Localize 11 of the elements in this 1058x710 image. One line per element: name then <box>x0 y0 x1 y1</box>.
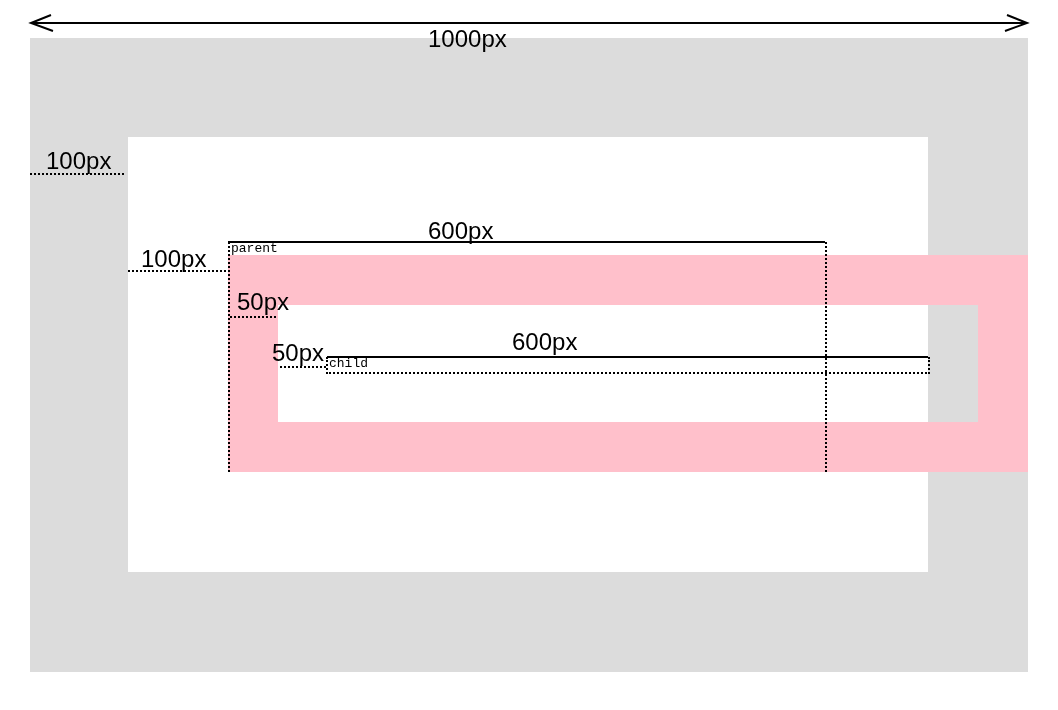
element-name-label: parent <box>231 242 278 255</box>
dimension-label: 600px <box>512 330 578 354</box>
dimension-label: 600px <box>428 219 494 243</box>
dimension-label: 50px <box>237 290 290 314</box>
element-name-label: child <box>329 357 368 370</box>
dotted-outline <box>326 357 930 374</box>
dimension-label: 100px <box>46 149 112 173</box>
dimension-label: 100px <box>141 247 207 271</box>
dimension-label: 50px <box>272 341 325 365</box>
dotted-outline <box>228 242 827 472</box>
dimension-label: 1000px <box>428 27 507 51</box>
